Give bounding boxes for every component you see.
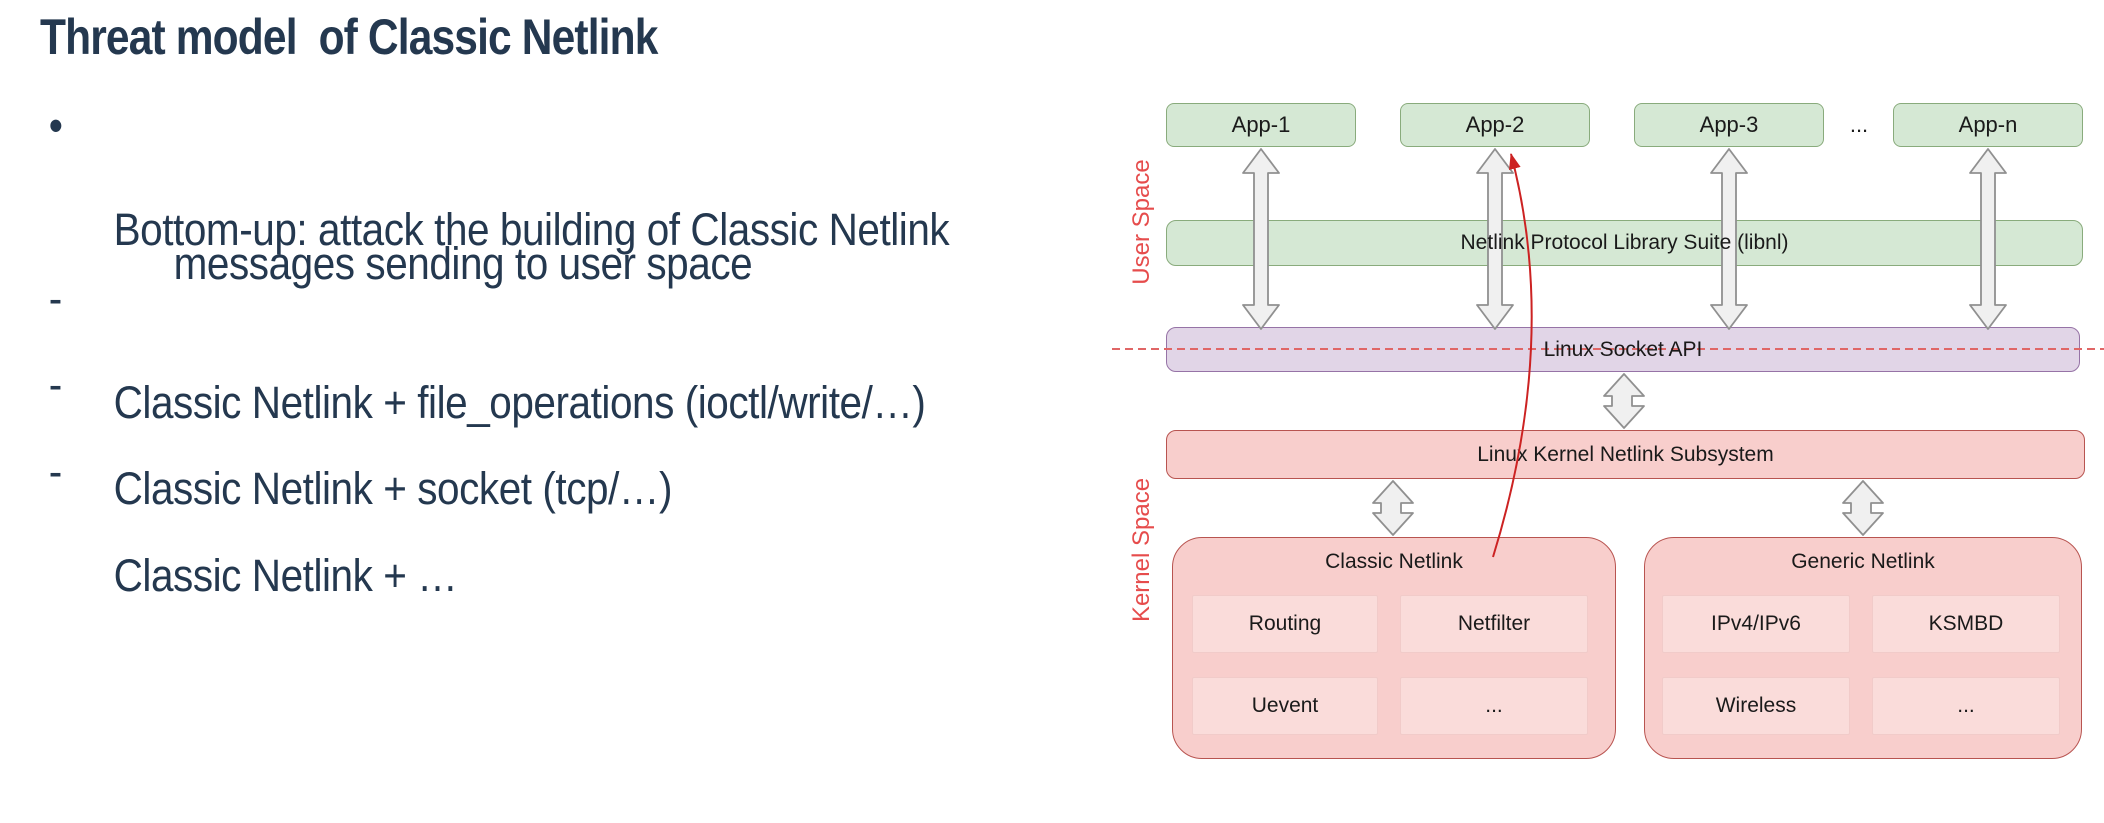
- dash-marker: -: [48, 359, 62, 410]
- app-box-3: App-3: [1634, 103, 1824, 147]
- module-box-uevent: Uevent: [1192, 677, 1378, 735]
- bullet-text: Classic Netlink + socket (tcp/…): [113, 463, 673, 514]
- double-arrow: [1842, 480, 1884, 536]
- bullet-item-continuation: messages sending to user space: [152, 186, 753, 290]
- classic-netlink-title: Classic Netlink: [1325, 550, 1463, 573]
- module-box-generic-more: ...: [1872, 677, 2060, 735]
- module-box-wireless: Wireless: [1662, 677, 1850, 735]
- libnl-band: [1166, 220, 2083, 266]
- app-label: App-2: [1465, 112, 1525, 137]
- bullet-text: Classic Netlink + file_operations (ioctl…: [113, 377, 926, 428]
- module-box-classic-more: ...: [1400, 677, 1588, 735]
- double-arrow: [1969, 148, 2007, 330]
- module-box-netfilter: Netfilter: [1400, 595, 1588, 653]
- double-arrow: [1603, 373, 1645, 429]
- dash-marker: -: [48, 446, 62, 497]
- app-box-2: App-2: [1400, 103, 1590, 147]
- module-box-routing: Routing: [1192, 595, 1378, 653]
- app-label: App-1: [1231, 112, 1291, 137]
- bullet-item: - Classic Netlink + socket (tcp/…): [49, 359, 673, 515]
- app-label: App-n: [1958, 112, 2018, 137]
- module-label: Netfilter: [1457, 612, 1531, 635]
- bullet-marker: •: [48, 100, 63, 151]
- bullet-item: - Classic Netlink + file_operations (ioc…: [49, 273, 926, 429]
- double-arrow: [1242, 148, 1280, 330]
- attack-arrow: [1492, 153, 1533, 558]
- double-arrow: [1372, 480, 1414, 536]
- double-arrow: [1710, 148, 1748, 330]
- dash-marker: -: [48, 273, 62, 324]
- generic-netlink-title: Generic Netlink: [1791, 550, 1935, 573]
- apps-ellipsis: ...: [1849, 112, 1869, 137]
- module-box-ipv4-ipv6: IPv4/IPv6: [1662, 595, 1850, 653]
- module-label: ...: [1957, 694, 1975, 717]
- bullet-text: Classic Netlink + …: [113, 550, 458, 601]
- app-label: App-3: [1699, 112, 1759, 137]
- module-label: Uevent: [1251, 694, 1319, 717]
- app-box-1: App-1: [1166, 103, 1356, 147]
- subsystem-band: [1166, 430, 2085, 479]
- module-label: Routing: [1248, 612, 1322, 635]
- module-label: IPv4/IPv6: [1711, 612, 1801, 635]
- module-label: KSMBD: [1928, 612, 2004, 635]
- bullet-text: Bottom-up: attack the building of Classi…: [113, 204, 950, 255]
- bullet-item: • Bottom-up: attack the building of Clas…: [49, 100, 950, 256]
- double-arrow: [1476, 148, 1514, 330]
- page-title: Threat model of Classic Netlink: [40, 9, 658, 65]
- module-box-ksmbd: KSMBD: [1872, 595, 2060, 653]
- bullet-item: - Classic Netlink + …: [49, 446, 458, 602]
- app-box-n: App-n: [1893, 103, 2083, 147]
- module-label: ...: [1485, 694, 1503, 717]
- bullet-text: messages sending to user space: [173, 238, 753, 289]
- module-label: Wireless: [1715, 694, 1797, 717]
